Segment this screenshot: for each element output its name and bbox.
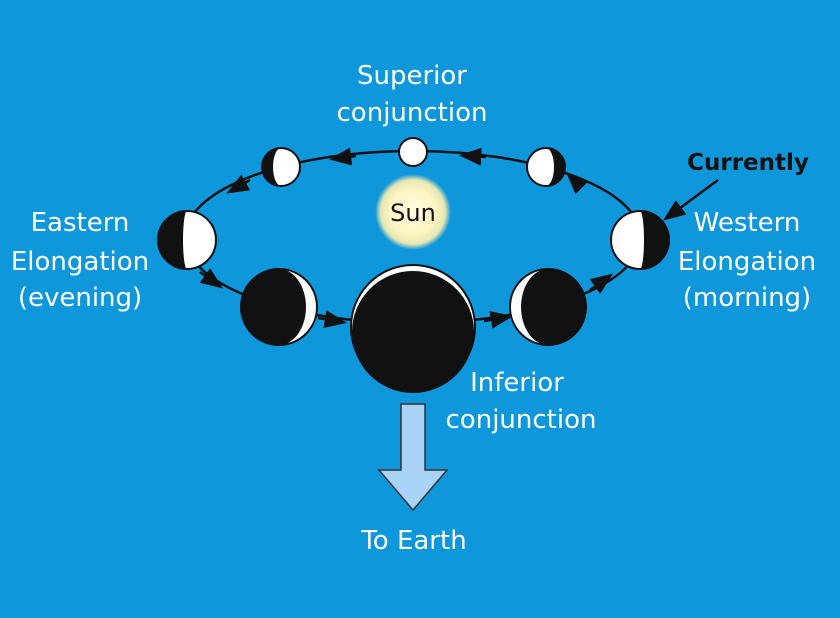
western-elongation-label-1: Western — [694, 208, 801, 238]
orbit-arrow — [589, 273, 614, 294]
superior-conjunction-label-2: conjunction — [337, 98, 488, 128]
western-elongation-label-2: Elongation — [678, 247, 816, 277]
eastern-elongation-label-3: (evening) — [18, 283, 142, 313]
inferior-conjunction-label-2: conjunction — [446, 405, 597, 435]
to-earth-arrow — [377, 403, 449, 512]
venus-gibbous-west — [526, 147, 566, 187]
currently-pointer-arrow — [662, 178, 719, 221]
sun-label: Sun — [390, 199, 436, 227]
orbit-arrow — [458, 147, 487, 166]
orbit-arrow — [199, 268, 224, 289]
venus-crescent-east — [240, 268, 318, 346]
superior-conjunction-label-1: Superior — [357, 61, 467, 91]
orbit-arrow — [566, 172, 589, 195]
sun — [375, 174, 451, 250]
currently-label: Currently — [687, 150, 809, 176]
eastern-elongation-label-2: Elongation — [11, 247, 149, 277]
orbit-arrow — [317, 310, 348, 329]
venus-new-inferior — [350, 264, 476, 393]
orbit-arrow — [483, 310, 514, 329]
venus-gibbous-east — [261, 147, 301, 187]
eastern-elongation-label-1: Eastern — [31, 208, 130, 238]
orbit-arrow — [328, 147, 357, 166]
venus-half-western — [610, 210, 670, 270]
western-elongation-label-3: (morning) — [683, 283, 811, 313]
orbit-direction-arrows — [199, 147, 614, 329]
venus-half-eastern — [157, 210, 217, 270]
venus-full-superior — [398, 137, 428, 167]
to-earth-label: To Earth — [360, 526, 466, 556]
venus-crescent-west — [509, 268, 587, 346]
orbit-arrow — [226, 174, 251, 194]
inferior-conjunction-label-1: Inferior — [470, 368, 564, 398]
